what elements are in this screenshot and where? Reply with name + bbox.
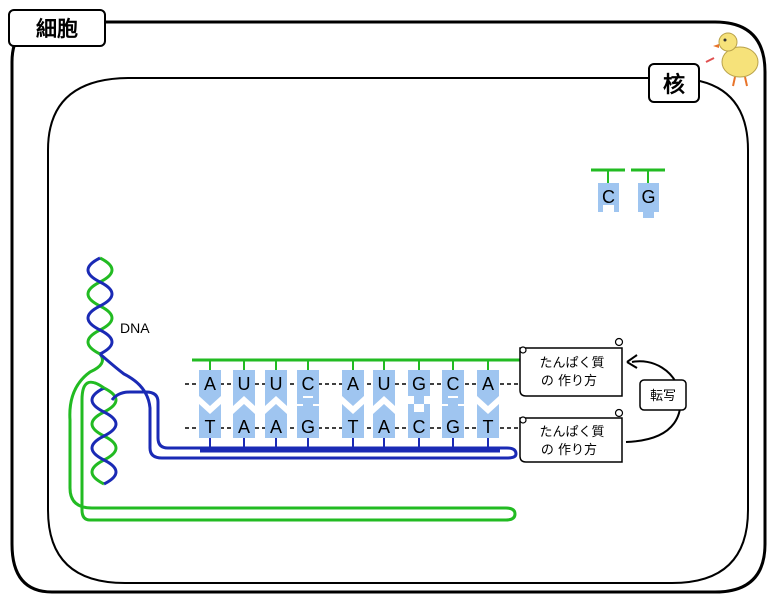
rna-nucleotide: C	[442, 360, 464, 404]
cell-label: 細胞	[8, 9, 106, 47]
arrowhead-icon	[626, 354, 638, 369]
scroll-line-1: たんぱく質	[539, 356, 604, 371]
cell-membrane	[10, 20, 767, 594]
dna-base-label: T	[483, 417, 494, 437]
dna-base-label: A	[270, 417, 282, 437]
free-nucleotide-g: G	[631, 168, 665, 218]
dna-nucleotide: T	[199, 404, 221, 451]
rna-base-label: A	[347, 374, 359, 394]
rna-nucleotide: A	[342, 360, 364, 406]
rna-nucleotide: G	[408, 360, 430, 404]
free-base-label: C	[602, 187, 615, 207]
chick-mascot-image	[705, 32, 759, 87]
transcription-label: 転写	[650, 389, 676, 404]
rna-base-label: U	[378, 374, 391, 394]
dna-nucleotide: G	[297, 398, 319, 451]
nucleus-label: 核	[648, 63, 700, 103]
rna-base-label: G	[412, 374, 426, 394]
dna-nucleotide: C	[408, 404, 430, 451]
dna-base-label: T	[348, 417, 359, 437]
rna-nucleotide: U	[265, 360, 287, 406]
scroll-line-2: の 作り方	[541, 373, 597, 389]
dna-base-label: T	[205, 417, 216, 437]
rna-nucleotide: C	[297, 360, 319, 404]
rna-base-label: C	[447, 374, 460, 394]
rna-base-label: A	[204, 374, 216, 394]
dna-nucleotide: A	[373, 404, 395, 451]
dna-label: DNA	[120, 320, 150, 336]
transcription-box	[639, 379, 687, 411]
nucleus-membrane	[47, 77, 749, 584]
dna-base-label: G	[446, 417, 460, 437]
dna-green-strand	[68, 353, 517, 522]
dna-helix-bottom	[90, 386, 118, 486]
rna-nucleotide: A	[199, 360, 221, 406]
dna-base-label: A	[378, 417, 390, 437]
dna-nucleotide: G	[442, 398, 464, 451]
dna-nucleotide: T	[477, 404, 499, 451]
rna-base-label: U	[270, 374, 283, 394]
scroll-top: たんぱく質 の 作り方	[519, 337, 624, 397]
rna-nucleotide: U	[233, 360, 255, 406]
scroll-line-1: たんぱく質	[539, 425, 604, 440]
free-nucleotide-c: C	[591, 168, 625, 212]
dna-base-label: A	[238, 417, 250, 437]
rna-nucleotide: U	[373, 360, 395, 406]
dna-blue-strand	[99, 352, 518, 460]
dna-base-label: G	[301, 417, 315, 437]
dna-nucleotide: T	[342, 404, 364, 451]
rna-base-label: U	[238, 374, 251, 394]
scroll-line-2: の 作り方	[541, 442, 597, 458]
rna-base-label: A	[482, 374, 494, 394]
dna-nucleotide: A	[233, 404, 255, 451]
free-base-label: G	[641, 187, 655, 207]
dna-nucleotide: A	[265, 404, 287, 451]
rna-nucleotide: A	[477, 360, 499, 406]
scroll-bottom: たんぱく質 の 作り方	[519, 408, 624, 463]
dna-base-label: C	[413, 417, 426, 437]
dna-helix-top	[86, 256, 114, 356]
rna-base-label: C	[302, 374, 315, 394]
free-nucleotides: C G	[591, 168, 665, 218]
